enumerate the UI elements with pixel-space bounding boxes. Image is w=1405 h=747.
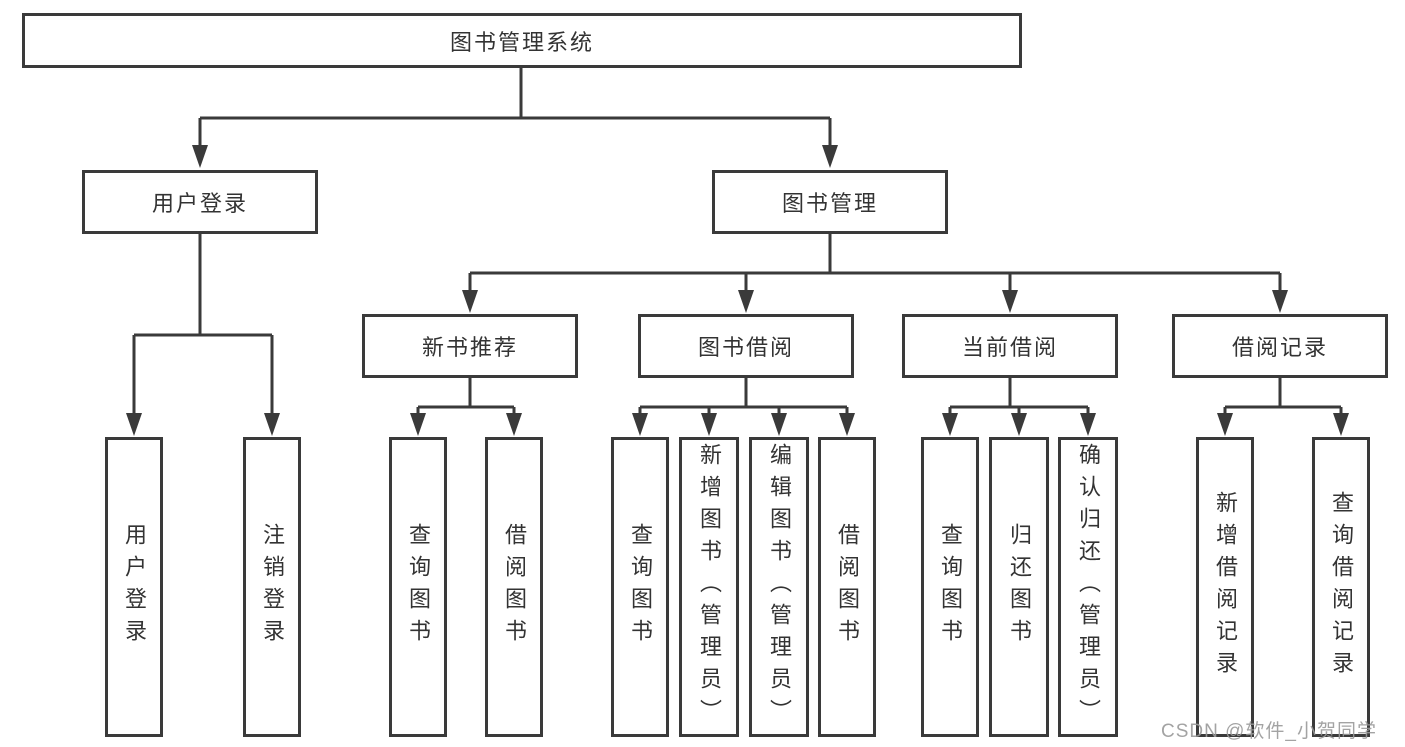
node-current-borrow: 当前借阅: [902, 314, 1118, 378]
leaf-borrow-books-recommend: 借阅图书: [485, 437, 543, 737]
leaf-borrow-books: 借阅图书: [818, 437, 876, 737]
node-borrow-records-label: 借阅记录: [1231, 335, 1328, 360]
leaf-user-login-label: 用户登录: [122, 523, 147, 651]
leaf-query-borrow-record-label: 查询借阅记录: [1329, 491, 1354, 683]
leaf-query-borrow-record: 查询借阅记录: [1312, 437, 1370, 737]
leaf-edit-book-admin: 编辑图书（管理员）: [749, 437, 809, 737]
leaf-query-books-current-label: 查询图书: [938, 523, 963, 651]
leaf-logout-login-label: 注销登录: [260, 523, 285, 651]
leaf-query-books-borrow-label: 查询图书: [628, 523, 653, 651]
leaf-query-books-borrow: 查询图书: [611, 437, 669, 737]
leaf-borrow-books-recommend-label: 借阅图书: [502, 523, 527, 651]
leaf-query-books-recommend: 查询图书: [389, 437, 447, 737]
node-user-login-label: 用户登录: [151, 191, 248, 216]
node-new-book-recommend: 新书推荐: [362, 314, 578, 378]
leaf-add-book-admin-label: 新增图书（管理员）: [697, 443, 722, 731]
leaf-add-borrow-record: 新增借阅记录: [1196, 437, 1254, 737]
node-root-label: 图书管理系统: [449, 29, 594, 55]
leaf-user-login: 用户登录: [105, 437, 163, 737]
leaf-logout-login: 注销登录: [243, 437, 301, 737]
csdn-watermark: CSDN @软件_小贺同学: [1161, 721, 1377, 742]
leaf-borrow-books-label: 借阅图书: [835, 523, 860, 651]
node-root: 图书管理系统: [22, 13, 1022, 68]
node-book-borrow: 图书借阅: [638, 314, 854, 378]
leaf-confirm-return-admin: 确认归还（管理员）: [1058, 437, 1118, 737]
node-borrow-records: 借阅记录: [1172, 314, 1388, 378]
node-new-book-recommend-label: 新书推荐: [421, 335, 518, 360]
leaf-return-book: 归还图书: [989, 437, 1049, 737]
node-book-management-label: 图书管理: [781, 191, 878, 216]
leaf-add-book-admin: 新增图书（管理员）: [679, 437, 739, 737]
leaf-return-book-label: 归还图书: [1007, 523, 1032, 651]
node-book-borrow-label: 图书借阅: [697, 335, 794, 360]
leaf-add-borrow-record-label: 新增借阅记录: [1213, 491, 1238, 683]
leaf-query-books-current: 查询图书: [921, 437, 979, 737]
node-book-management: 图书管理: [712, 170, 948, 234]
leaf-query-books-recommend-label: 查询图书: [406, 523, 431, 651]
node-user-login: 用户登录: [82, 170, 318, 234]
leaf-edit-book-admin-label: 编辑图书（管理员）: [767, 443, 792, 731]
node-current-borrow-label: 当前借阅: [961, 335, 1058, 360]
leaf-confirm-return-admin-label: 确认归还（管理员）: [1076, 443, 1101, 731]
